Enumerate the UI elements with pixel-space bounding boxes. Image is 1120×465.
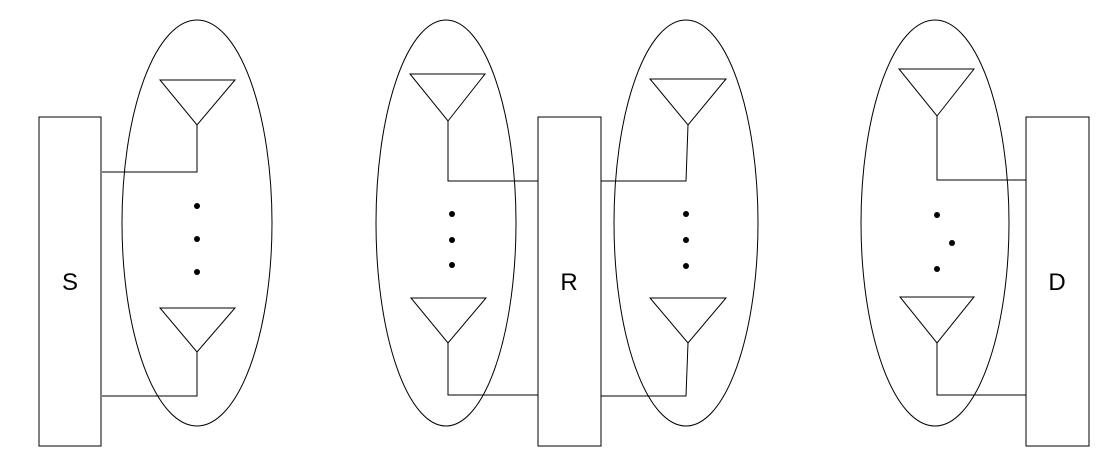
relay-transmit-array-ellipse: [613, 19, 759, 427]
destination-antenna-array: [860, 19, 1026, 427]
ellipsis-dot: [194, 203, 200, 209]
source-antenna-array-ellipse: [121, 19, 273, 427]
relay-label: R: [560, 269, 577, 296]
relay-receive-array-ellipse: [375, 19, 517, 427]
destination-antenna-top-icon: [897, 68, 1026, 181]
relay-transmit-antenna-array: [601, 19, 759, 427]
relay-receive-antenna-top-icon: [408, 73, 538, 182]
destination-label: D: [1048, 269, 1065, 296]
source-node: S: [38, 19, 273, 447]
ellipsis-dot: [934, 212, 940, 218]
relay-receive-antenna-bottom-icon: [409, 297, 538, 396]
source-antenna-top-icon: [102, 79, 237, 173]
source-label: S: [62, 269, 78, 296]
ellipsis-dot: [949, 240, 955, 246]
relay-receive-antenna-array: [375, 19, 538, 427]
destination-antenna-bottom-icon: [898, 296, 1026, 396]
ellipsis-dot: [449, 237, 455, 243]
source-box: [38, 116, 102, 447]
ellipsis-dot: [683, 237, 689, 243]
ellipsis-dot: [683, 211, 689, 217]
ellipsis-dot: [194, 236, 200, 242]
source-antenna-array: [102, 19, 273, 427]
destination-box: [1025, 116, 1090, 447]
relay-box: [537, 116, 602, 447]
destination-antenna-array-ellipse: [860, 19, 1010, 427]
relay-transmit-antenna-top-icon: [601, 78, 728, 182]
relay-transmit-antenna-bottom-icon: [601, 297, 728, 397]
destination-node: D: [860, 19, 1090, 447]
ellipsis-dot: [194, 269, 200, 275]
ellipsis-dot: [449, 262, 455, 268]
source-antenna-bottom-icon: [102, 307, 237, 397]
ellipsis-dot: [449, 211, 455, 217]
ellipsis-dot: [934, 266, 940, 272]
relay-node: R: [375, 19, 759, 447]
ellipsis-dot: [683, 263, 689, 269]
